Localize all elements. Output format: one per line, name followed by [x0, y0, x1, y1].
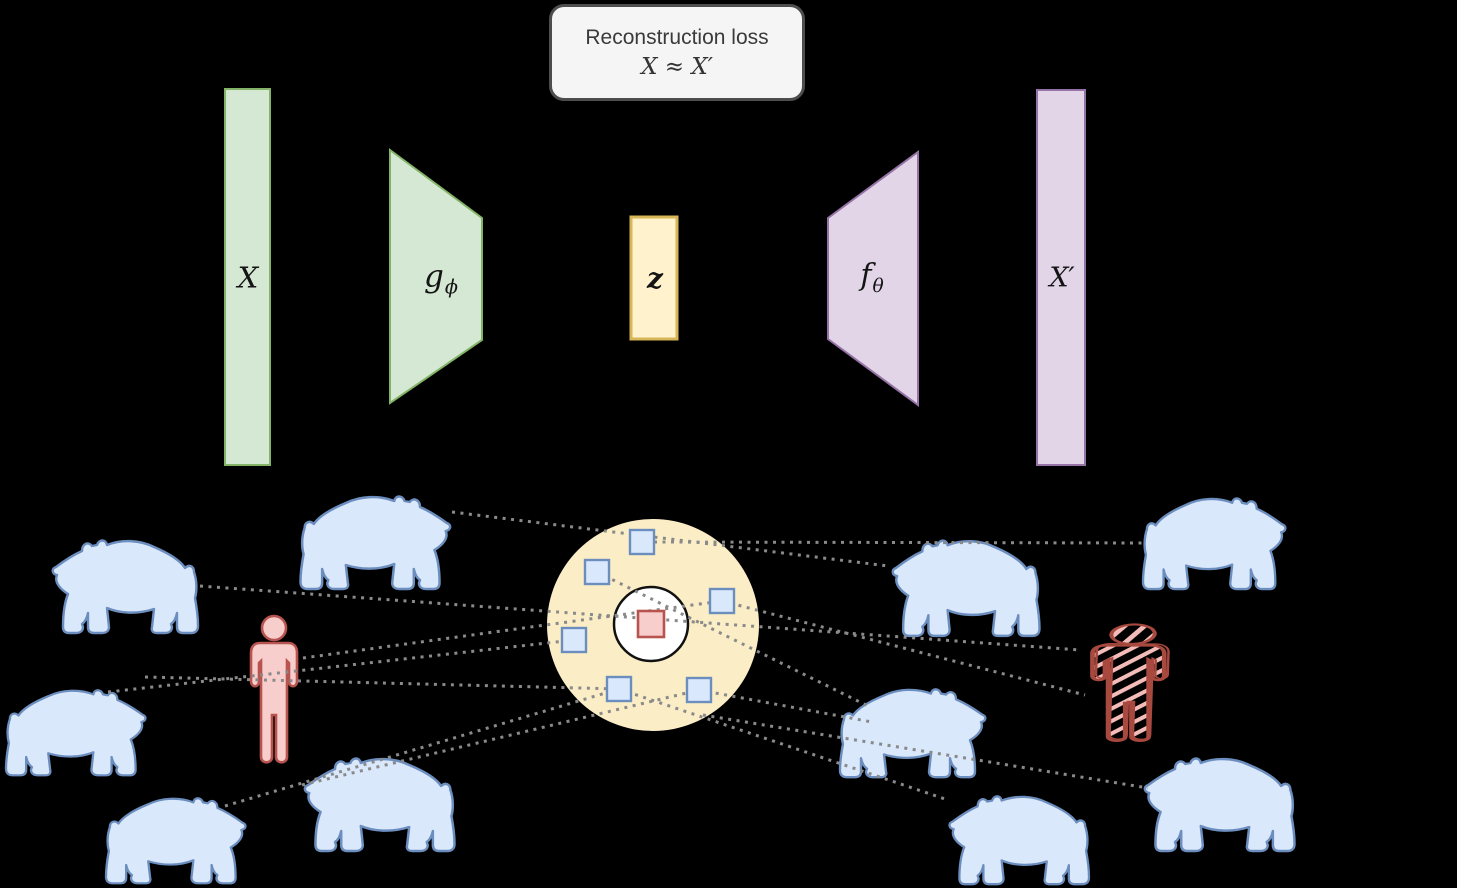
dotted-line	[199, 584, 1081, 652]
latent-code-square	[685, 676, 713, 704]
output-label: X′	[1049, 262, 1075, 294]
bear-icon	[948, 795, 1091, 886]
anomalous-person-icon	[1092, 623, 1171, 741]
decoder-label-sub: θ	[872, 276, 884, 298]
latent-code-square	[605, 675, 633, 703]
encoder-label-sub: ϕ	[444, 275, 458, 299]
bear-icon	[303, 757, 456, 853]
encoder-label-main: g	[424, 258, 444, 295]
dotted-line	[302, 599, 723, 660]
decoder-label-main: f	[860, 258, 872, 294]
latent-vector-bar	[629, 215, 679, 341]
dotted-line	[618, 687, 949, 802]
reconstruction-loss-title: Reconstruction loss	[585, 25, 769, 49]
anomaly-latent-square	[636, 609, 666, 639]
dotted-line	[698, 688, 873, 724]
person-icon	[249, 614, 299, 764]
decoder-trapezoid	[827, 150, 919, 407]
reconstruction-loss-formula: X ≈ X′	[641, 53, 713, 80]
bear-icon	[104, 797, 247, 885]
bear-icon	[838, 688, 987, 779]
output-layer-bar	[1036, 89, 1086, 466]
dotted-line	[702, 713, 1149, 790]
latent-code-square	[583, 558, 611, 586]
bear-icon	[299, 495, 452, 591]
mapping-lines	[107, 510, 1149, 808]
dotted-line	[107, 638, 575, 694]
bear-icon	[891, 539, 1041, 638]
dotted-line	[653, 540, 1144, 545]
dotted-line	[721, 599, 1086, 697]
dotted-line	[144, 675, 620, 691]
encoder-trapezoid	[389, 148, 483, 405]
dotted-line	[224, 687, 620, 808]
decoder-label: fθ	[860, 261, 883, 297]
latent-code-square	[560, 626, 588, 654]
latent-code-square	[708, 587, 736, 615]
input-layer-bar	[224, 88, 271, 466]
input-label: X	[237, 260, 259, 295]
bear-icon	[1143, 757, 1296, 853]
bear-icon	[4, 689, 147, 777]
latent-label: z	[647, 262, 663, 295]
encoder-label: gϕ	[424, 258, 458, 299]
dotted-line	[451, 510, 889, 568]
bear-icon	[1141, 497, 1287, 591]
reconstruction-loss-box: Reconstruction loss X ≈ X′	[549, 4, 805, 101]
bear-icon	[51, 539, 200, 635]
latent-code-square	[628, 528, 656, 556]
dotted-line	[301, 688, 700, 787]
